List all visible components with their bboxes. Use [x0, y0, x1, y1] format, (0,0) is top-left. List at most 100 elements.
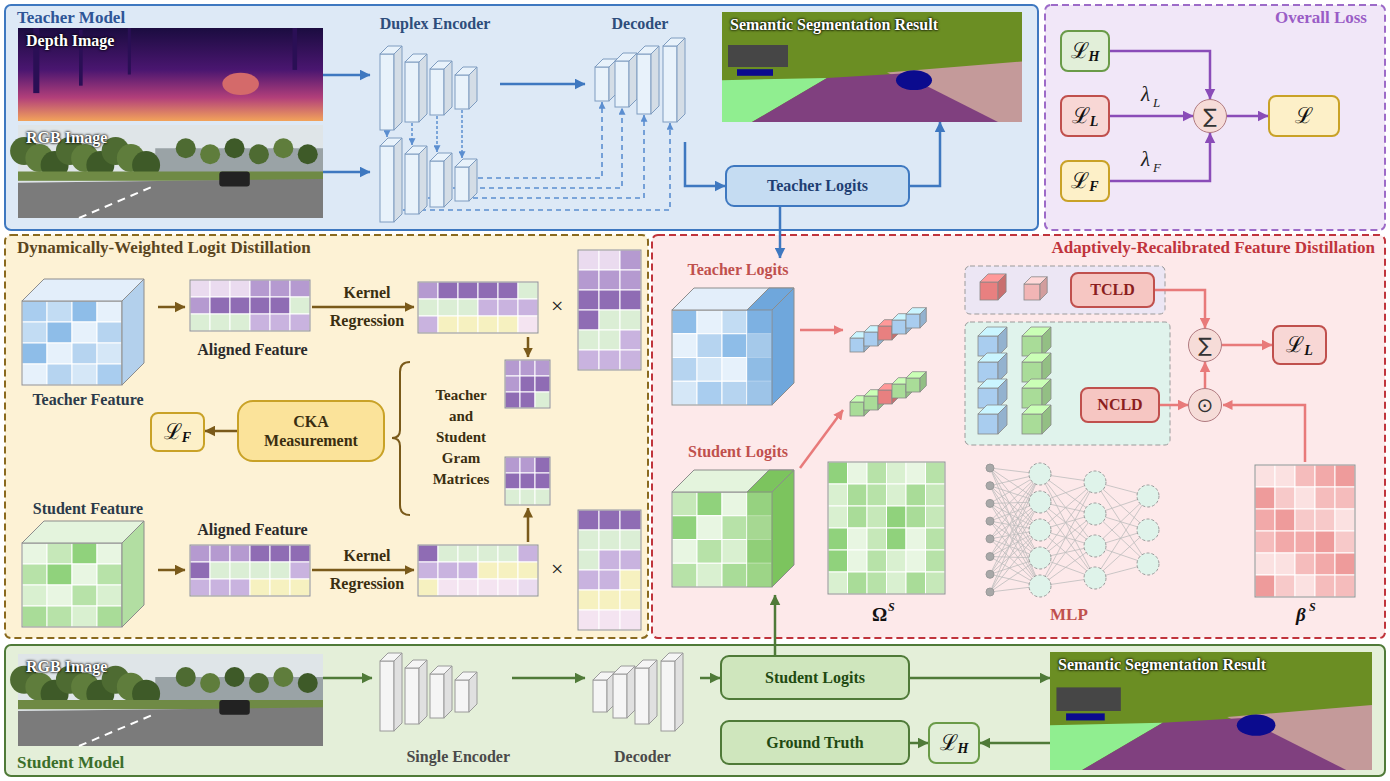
matrix-cell — [47, 343, 72, 364]
matrix-cell — [290, 545, 310, 562]
connector-arrow — [205, 430, 237, 433]
network-layer — [430, 161, 444, 207]
matrix-cell — [1335, 465, 1355, 487]
panel: Teacher ModelDepth ImageRGB ImageDuplex … — [5, 5, 1038, 230]
matrix-cell — [230, 579, 250, 596]
process-box: TCLD — [1070, 272, 1155, 308]
node-label: Teacher Logits — [767, 176, 868, 195]
matrix-cell — [535, 457, 550, 473]
matrix-cell — [867, 484, 887, 506]
annotation-label: Teacher and Student Gram Matrices — [425, 385, 497, 490]
matrix-cell — [578, 510, 599, 530]
matrix-cell — [1335, 509, 1355, 531]
matrix-cell — [578, 310, 599, 330]
matrix-cell — [672, 358, 697, 382]
matrix-cell — [47, 585, 72, 606]
matrix-cell — [599, 510, 620, 530]
photo-lane — [79, 185, 155, 218]
matrix-cell — [518, 282, 538, 299]
depth-image — [18, 28, 323, 121]
matrix-cell — [578, 250, 599, 270]
connector-arrow — [512, 677, 585, 680]
panel-frame — [5, 5, 1038, 230]
matrix-cell — [290, 280, 310, 297]
matrix-cell — [620, 610, 641, 630]
matrix-cell — [697, 334, 722, 358]
matrix-cell — [478, 282, 498, 299]
matrix-cell — [210, 579, 230, 596]
matrix-cell — [620, 350, 641, 370]
depth-car — [222, 73, 259, 95]
panel-title: Overall Loss — [1275, 9, 1367, 27]
matrix-cell — [72, 364, 97, 385]
matrix-cell — [190, 545, 210, 562]
block-drawing — [668, 258, 808, 413]
connector-arrow — [910, 742, 928, 745]
math-symbol: ℒ — [1072, 105, 1090, 127]
image-box: Semantic Segmentation Result — [1050, 652, 1372, 770]
panel-frame — [1045, 5, 1385, 230]
node-label: Depth Image — [26, 31, 315, 51]
matrix-cell — [498, 282, 518, 299]
small-cube — [906, 314, 920, 328]
connector-arrow — [500, 83, 585, 86]
loss-box: ℒH — [1060, 30, 1110, 72]
network-block: Student Feature — [18, 497, 158, 632]
matrix-cell — [722, 540, 747, 564]
matrix-cell — [520, 489, 535, 505]
matrix-outline — [418, 282, 538, 333]
matrix-cell — [1295, 509, 1315, 531]
matrix-cell — [97, 564, 122, 585]
matrix-cell — [418, 299, 438, 316]
node-label: ∑ — [1198, 335, 1211, 355]
matrix-cell — [230, 545, 250, 562]
network-layer — [405, 62, 419, 122]
node-label: Student Feature — [18, 499, 158, 519]
annotation-label: λ — [1141, 82, 1150, 106]
matrix-cell — [190, 562, 210, 579]
matrix-outline — [22, 543, 122, 627]
mlp-neuron — [1084, 471, 1106, 493]
matrix-cell — [47, 364, 72, 385]
math-symbol: ℒ — [1295, 105, 1313, 127]
matrix-cell — [250, 545, 270, 562]
dashed-group — [965, 266, 1165, 314]
mlp-neuron — [986, 464, 994, 472]
cube-top — [672, 288, 794, 310]
matrix-cell — [22, 564, 47, 585]
network-layer — [405, 668, 419, 724]
network-layer — [615, 61, 629, 107]
matrix-cell — [270, 545, 290, 562]
matrix-cell — [1295, 553, 1315, 575]
cross-modal-link — [411, 123, 413, 145]
math-symbol: ℒ — [1071, 40, 1089, 62]
flow-arrow — [527, 337, 530, 357]
photo-grass — [18, 700, 323, 709]
mlp-neuron — [986, 570, 994, 578]
network-layer — [419, 54, 427, 122]
annotation-label: × — [551, 293, 563, 318]
matrix-cell — [926, 550, 946, 572]
matrix-cell — [578, 550, 599, 570]
flow-arrow — [800, 329, 843, 332]
matrix-cell — [1315, 487, 1335, 509]
matrix-cell — [887, 462, 907, 484]
matrix-cell — [697, 310, 722, 334]
matrix-cell — [97, 322, 122, 343]
small-cube — [998, 379, 1007, 408]
panel-title: Dynamically-Weighted Logit Distillation — [17, 239, 311, 257]
matrix-cell — [867, 528, 887, 550]
matrix-cell — [1255, 465, 1275, 487]
network-layer — [455, 167, 469, 201]
matrix-cell — [926, 572, 946, 594]
matrix-cell — [672, 563, 697, 587]
node-label: TCLD — [1090, 280, 1134, 299]
matrix-cell — [458, 299, 478, 316]
small-cube — [1042, 405, 1051, 434]
math-symbol: ℒ — [164, 421, 182, 443]
node-label: Ground Truth — [766, 733, 863, 752]
small-cube — [980, 282, 998, 300]
image-box: Semantic Segmentation Result — [722, 12, 1022, 122]
seg-car — [1237, 715, 1276, 736]
node-label: Student Logits — [765, 668, 865, 687]
